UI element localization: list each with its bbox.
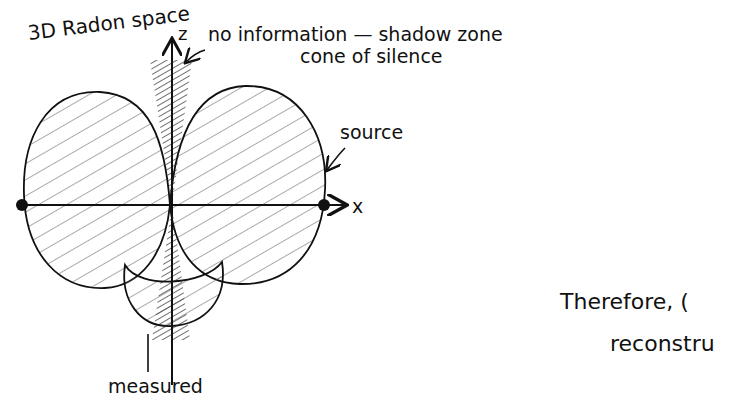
leader-line [327, 148, 345, 170]
handwritten-label: measured [108, 376, 203, 397]
source-dot [318, 199, 330, 211]
handwritten-label: Therefore, ( [560, 290, 689, 314]
leader-line [186, 50, 205, 62]
handwritten-label: z [178, 24, 187, 44]
handwritten-label: source [340, 122, 403, 143]
handwritten-label: reconstru [610, 332, 715, 356]
handwritten-label: no information — shadow zone [208, 24, 503, 45]
leader-line [147, 334, 149, 372]
handwritten-label: x [352, 196, 363, 217]
z-axis [171, 40, 173, 385]
x-axis [18, 204, 345, 206]
handwritten-label: cone of silence [300, 46, 443, 67]
handwritten-label: 3D Radon space [27, 2, 191, 44]
source-dot [16, 199, 28, 211]
